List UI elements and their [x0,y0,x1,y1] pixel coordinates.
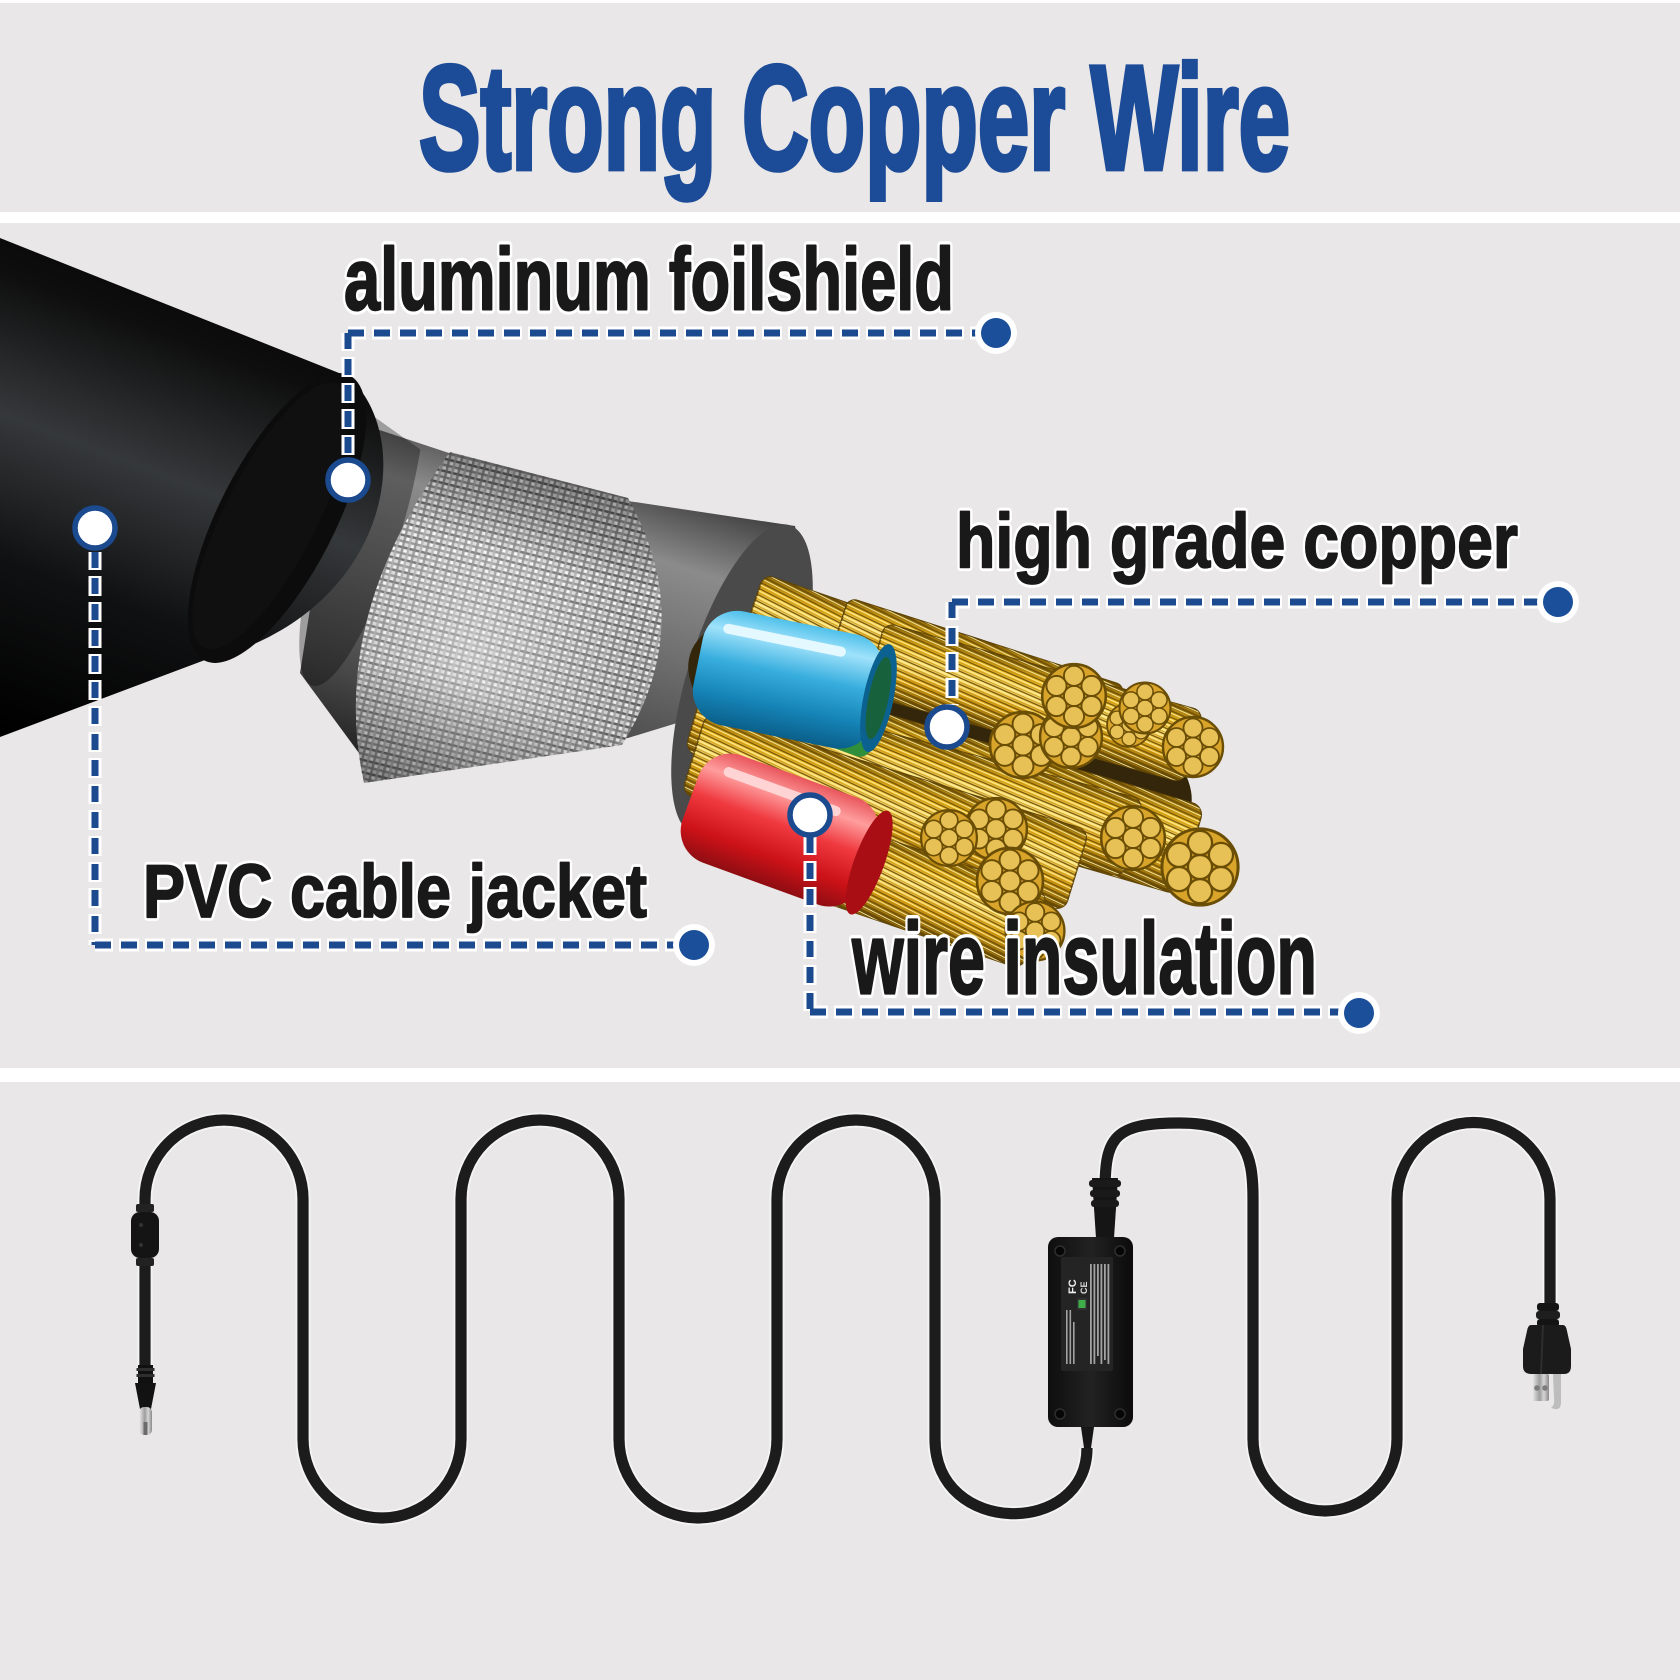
svg-text:aluminum foilshield: aluminum foilshield [344,231,954,329]
svg-text:high grade copper: high grade copper [956,498,1518,584]
svg-text:CE: CE [1079,1281,1089,1294]
svg-text:high grade copper: high grade copper [956,498,1518,584]
svg-text:wire insulation: wire insulation [851,902,1317,1016]
svg-text:PVC cable jacket: PVC cable jacket [143,848,647,933]
svg-text:Strong Copper Wire: Strong Copper Wire [419,35,1290,200]
svg-text:PVC cable jacket: PVC cable jacket [143,848,647,933]
svg-text:FC: FC [1067,1279,1079,1294]
svg-text:wire insulation: wire insulation [851,902,1317,1016]
svg-text:aluminum foilshield: aluminum foilshield [344,231,954,329]
